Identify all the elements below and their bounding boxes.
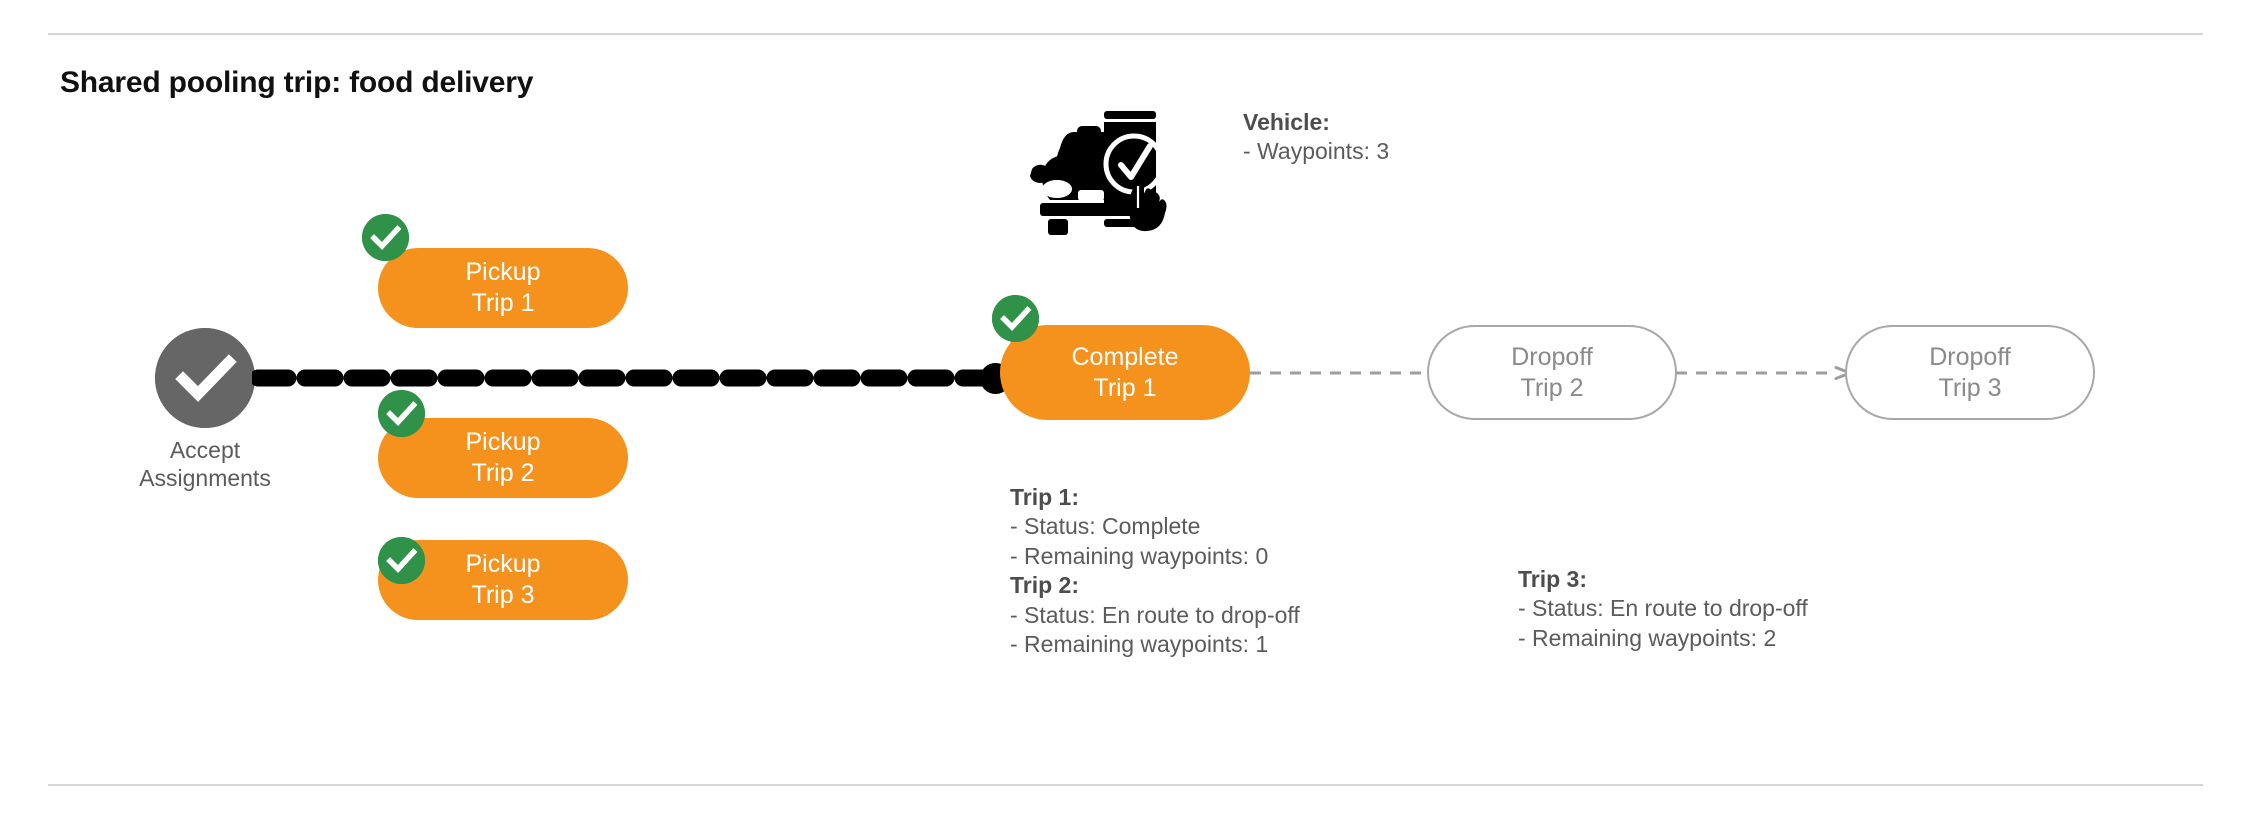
green-check-icon-complete-1: [992, 295, 1039, 342]
node-dropoff-trip-2-line1: Dropoff: [1511, 342, 1593, 371]
top-divider: [48, 33, 2203, 35]
green-check-icon-pickup-2: [378, 390, 425, 437]
trip-1-heading: Trip 1:: [1010, 484, 1080, 510]
trip-2-heading: Trip 2:: [1010, 572, 1080, 599]
check-circle-icon: [155, 328, 255, 428]
vehicle-info-block: Vehicle: - Waypoints: 3: [1243, 108, 1389, 167]
node-pickup-trip-2-line1: Pickup: [465, 428, 541, 456]
thick-dashed-connector: [249, 366, 1015, 390]
trip-info-block-right: Trip 3: - Status: En route to drop-off -…: [1518, 565, 1808, 653]
node-pickup-trip-2[interactable]: Pickup Trip 2: [378, 418, 628, 498]
vehicle-info-row-waypoints: - Waypoints: 3: [1243, 138, 1390, 165]
node-dropoff-trip-3[interactable]: Dropoff Trip 3: [1845, 325, 2095, 420]
trip-3-waypoints-row: - Remaining waypoints: 2: [1518, 624, 1777, 651]
dashed-arrow-dropoff2-to-dropoff3: [1676, 366, 1852, 380]
node-pickup-trip-1[interactable]: Pickup Trip 1: [378, 248, 628, 328]
trip-3-status-row: - Status: En route to drop-off: [1518, 595, 1808, 622]
green-check-icon-pickup-1: [362, 214, 409, 261]
start-node-label-line2: Assignments: [139, 465, 271, 492]
dashed-connector-complete-to-dropoff2: [1250, 366, 1432, 380]
start-node-accept-assignments[interactable]: Accept Assignments: [139, 328, 271, 491]
node-pickup-trip-3[interactable]: Pickup Trip 3: [378, 540, 628, 620]
node-dropoff-trip-2-line2: Trip 2: [1520, 373, 1584, 402]
trip-2-status-row: - Status: En route to drop-off: [1010, 601, 1300, 628]
page-title: Shared pooling trip: food delivery: [60, 66, 534, 99]
trip-3-heading: Trip 3:: [1518, 566, 1588, 592]
node-pickup-trip-2-line2: Trip 2: [471, 459, 535, 487]
trip-1-status-row: - Status: Complete: [1010, 513, 1201, 540]
node-pickup-trip-3-line2: Trip 3: [471, 581, 535, 609]
node-dropoff-trip-3-line2: Trip 3: [1938, 373, 2002, 402]
node-pickup-trip-1-line2: Trip 1: [471, 289, 535, 317]
node-complete-trip-1-line2: Trip 1: [1093, 373, 1157, 402]
node-complete-trip-1-line1: Complete: [1071, 342, 1179, 371]
node-pickup-trip-3-line1: Pickup: [465, 550, 541, 578]
vehicle-info-heading: Vehicle:: [1243, 109, 1330, 135]
node-dropoff-trip-2[interactable]: Dropoff Trip 2: [1427, 325, 1677, 420]
start-node-label-line1: Accept: [169, 437, 241, 463]
trip-info-block-left: Trip 1: - Status: Complete - Remaining w…: [1010, 483, 1300, 660]
start-node-label: Accept Assignments: [95, 436, 315, 492]
green-check-icon-pickup-3: [378, 537, 425, 584]
bottom-divider: [48, 784, 2203, 786]
node-pickup-trip-1-line1: Pickup: [465, 258, 541, 286]
trip-1-waypoints-row: - Remaining waypoints: 0: [1010, 542, 1269, 569]
node-complete-trip-1[interactable]: Complete Trip 1: [1000, 325, 1250, 420]
car-phone-check-icon: [1030, 86, 1170, 241]
node-dropoff-trip-3-line1: Dropoff: [1929, 342, 2011, 371]
trip-2-waypoints-row: - Remaining waypoints: 1: [1010, 631, 1269, 658]
